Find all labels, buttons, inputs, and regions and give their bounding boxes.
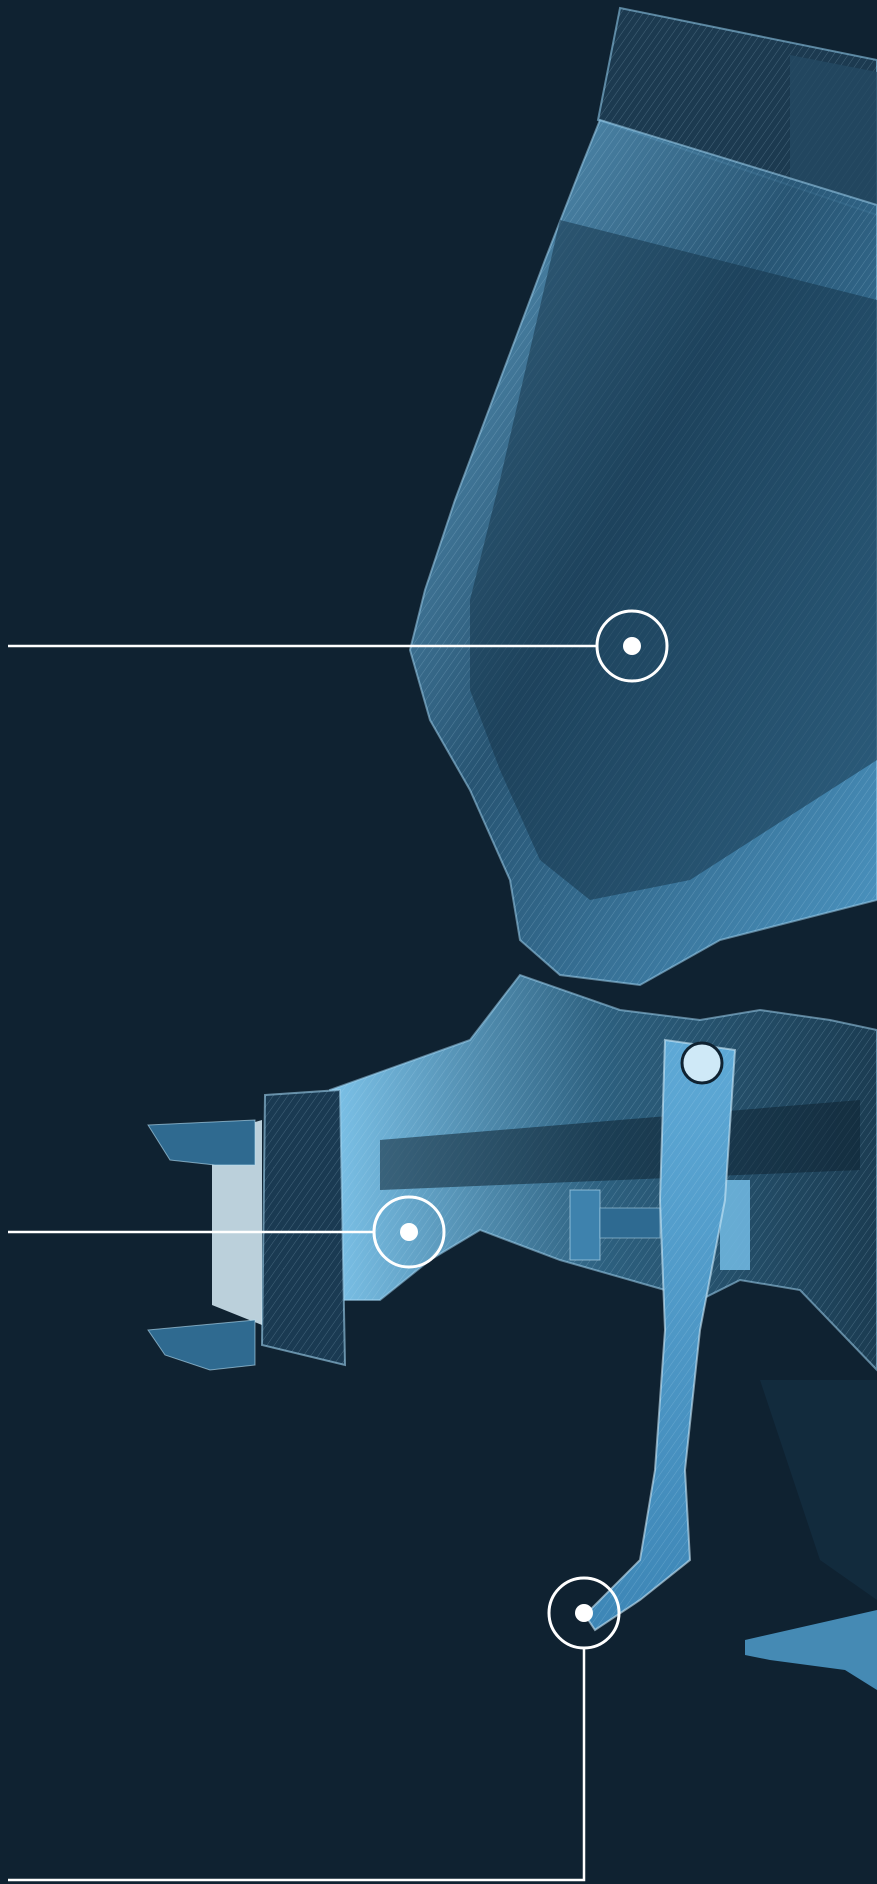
paint-cup-body (410, 120, 877, 985)
hotspot-trigger[interactable] (8, 1578, 619, 1880)
gun-body (330, 975, 877, 1370)
handle (745, 1380, 877, 1690)
nozzle-assembly (148, 1090, 345, 1370)
callout-line (8, 1648, 584, 1880)
marker-dot-icon (623, 637, 641, 655)
marker-dot-icon (575, 1604, 593, 1622)
marker-dot-icon (400, 1223, 418, 1241)
